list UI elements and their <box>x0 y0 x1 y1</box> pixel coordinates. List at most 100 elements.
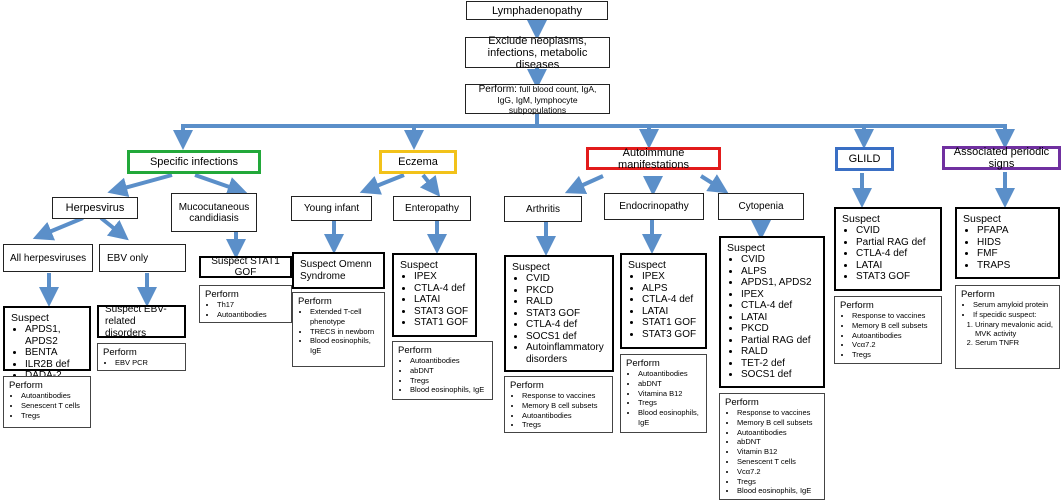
endo-perform-item: Blood eosinophils, IgE <box>638 408 701 428</box>
entero-suspect-box: Suspect IPEXCTLA-4 defLATAISTAT3 GOFSTAT… <box>392 253 477 337</box>
ebv-only-label: EBV only <box>107 252 149 264</box>
entero-suspect-item: STAT1 GOF <box>414 317 469 329</box>
endocrinopathy-box: Endocrinopathy <box>604 193 704 220</box>
glild-suspect-item: STAT3 GOF <box>856 271 934 283</box>
arrow-to-all-herpes <box>32 216 84 241</box>
omenn-label: Suspect Omenn Syndrome <box>300 258 372 282</box>
glild-suspect-list: CVIDPartial RAG defCTLA-4 defLATAISTAT3 … <box>842 225 934 283</box>
herpes-suspect-list: APDS1, APDS2BENTAILR2B defDADA-2 <box>11 324 83 382</box>
herpes-suspect-item: APDS1, APDS2 <box>25 324 83 347</box>
enteropathy-box: Enteropathy <box>393 196 471 221</box>
omenn-perform-title: Perform <box>298 296 332 307</box>
glild-suspect-item: LATAI <box>856 260 934 272</box>
arthritis-box: Arthritis <box>504 196 582 222</box>
endo-suspect-item: STAT1 GOF <box>642 317 699 329</box>
entero-perform-item: Tregs <box>410 376 487 386</box>
category-periodic-label: Associated periodic signs <box>953 146 1050 170</box>
category-periodic: Associated periodic signs <box>942 146 1061 170</box>
lymphadenopathy-label: Lymphadenopathy <box>491 4 583 17</box>
initial-perform-box: Perform: full blood count, IgA, IgG, IgM… <box>465 83 610 115</box>
cyto-suspect-item: CTLA-4 def <box>741 300 817 312</box>
cyto-suspect-title: Suspect <box>727 242 765 254</box>
endo-perform-title: Perform <box>626 358 660 369</box>
arthritis-suspect-item: SOCS1 def <box>526 331 606 343</box>
arrow-to-enteropathy <box>419 173 441 197</box>
cyto-perform-title: Perform <box>725 397 759 408</box>
cyto-perform-box: Perform Response to vaccinesMemory B cel… <box>719 393 825 500</box>
category-glild: GLILD <box>835 147 894 171</box>
cyto-suspect-item: IPEX <box>741 289 817 301</box>
entero-suspect-item: CTLA-4 def <box>414 283 469 295</box>
arrow-to-herpesvirus <box>107 173 173 198</box>
glild-perform-box: Perform Response to vaccinesMemory B cel… <box>834 296 942 364</box>
cyto-suspect-item: LATAI <box>741 312 817 324</box>
cyto-suspect-item: TET-2 def <box>741 358 817 370</box>
periodic-suspect-item: FMF <box>977 248 1052 260</box>
arrow-to-mucocutaneous <box>194 173 248 197</box>
stat1-perform-item: Th17 <box>217 300 286 310</box>
periodic-perform-box: Perform Serum amyloid proteinIf specidic… <box>955 285 1060 369</box>
cyto-suspect-item: RALD <box>741 346 817 358</box>
arthritis-suspect-item: PKCD <box>526 285 606 297</box>
category-eczema: Eczema <box>379 150 457 174</box>
periodic-suspect-item: HIDS <box>977 237 1052 249</box>
cyto-suspect-box: Suspect CVIDALPSAPDS1, APDS2IPEXCTLA-4 d… <box>719 236 825 388</box>
periodic-perform-item: Urinary mevalonic acid, MVK activity <box>975 320 1054 339</box>
ebv-perform-item: EBV PCR <box>115 358 180 368</box>
cyto-suspect-item: Partial RAG def <box>741 335 817 347</box>
endocrinopathy-label: Endocrinopathy <box>619 201 689 212</box>
periodic-suspect-title: Suspect <box>963 213 1001 225</box>
periodic-perform-item: Serum amyloid protein <box>973 300 1054 310</box>
glild-perform-item: Tregs <box>852 350 936 360</box>
herpes-perform-item: Senescent T cells <box>21 401 85 411</box>
entero-suspect-item: IPEX <box>414 271 469 283</box>
arthritis-suspect-item: Autoinflammatory disorders <box>526 342 606 365</box>
cyto-suspect-item: APDS1, APDS2 <box>741 277 817 289</box>
herpes-perform-list: AutoantibodiesSenescent T cellsTregs <box>9 391 85 420</box>
glild-perform-item: Vcα7.2 <box>852 340 936 350</box>
initial-perform-text: full blood count, IgA, IgG, IgM, lymphoc… <box>497 83 597 115</box>
periodic-perform-item: Serum TNFR <box>975 338 1054 347</box>
enteropathy-label: Enteropathy <box>405 203 459 214</box>
young-infant-box: Young infant <box>291 196 372 221</box>
ebv-perform-list: EBV PCR <box>103 358 180 368</box>
arrow-to-cytopenia <box>699 174 729 194</box>
endo-suspect-item: CTLA-4 def <box>642 294 699 306</box>
arthritis-suspect-item: RALD <box>526 296 606 308</box>
arthritis-perform-item: Memory B cell subsets <box>522 401 607 411</box>
omenn-perform-item: TRECS in newborn <box>310 327 379 337</box>
glild-suspect-item: CTLA-4 def <box>856 248 934 260</box>
periodic-suspect-box: Suspect PFAPAHIDSFMFTRAPS <box>955 207 1060 279</box>
glild-perform-title: Perform <box>840 300 874 311</box>
suspect-stat1-box: Suspect STAT1 GOF <box>199 256 292 278</box>
cyto-perform-item: Vcα7.2 <box>737 467 819 477</box>
herpes-suspect-title: Suspect <box>11 312 49 324</box>
ebv-perform-title: Perform <box>103 347 137 358</box>
endo-suspect-list: IPEXALPSCTLA-4 defLATAISTAT1 GOFSTAT3 GO… <box>628 271 699 340</box>
arthritis-suspect-box: Suspect CVIDPKCDRALDSTAT3 GOFCTLA-4 defS… <box>504 255 614 372</box>
category-specific-infections: Specific infections <box>127 150 261 174</box>
omenn-perform-box: Perform Extended T-cell phenotypeTRECS i… <box>292 292 385 367</box>
glild-suspect-item: CVID <box>856 225 934 237</box>
exclude-label: Exclude neoplasms, infections, metabolic… <box>487 34 588 71</box>
entero-suspect-list: IPEXCTLA-4 defLATAISTAT3 GOFSTAT1 GOF <box>400 271 469 329</box>
glild-suspect-item: Partial RAG def <box>856 237 934 249</box>
cyto-perform-item: Vitamin B12 <box>737 447 819 457</box>
herpes-suspect-item: DADA-2 <box>25 370 83 382</box>
cyto-suspect-item: ALPS <box>741 266 817 278</box>
periodic-suspect-item: TRAPS <box>977 260 1052 272</box>
endo-suspect-item: LATAI <box>642 306 699 318</box>
cyto-perform-item: Response to vaccines <box>737 408 819 418</box>
category-eczema-label: Eczema <box>398 156 438 168</box>
arrow-to-young-infant <box>359 173 405 195</box>
glild-perform-item: Memory B cell subsets <box>852 321 936 331</box>
entero-suspect-item: STAT3 GOF <box>414 306 469 318</box>
glild-suspect-box: Suspect CVIDPartial RAG defCTLA-4 defLAT… <box>834 207 942 291</box>
endo-perform-box: Perform AutoantibodiesabDNTVitamina B12T… <box>620 354 707 433</box>
arthritis-perform-item: Response to vaccines <box>522 391 607 401</box>
herpesvirus-label: Herpesvirus <box>65 202 125 214</box>
periodic-perform-bullets: Serum amyloid proteinIf specidic suspect… <box>961 300 1054 320</box>
ebv-suspect-box: Suspect EBV-related disorders <box>97 304 186 339</box>
